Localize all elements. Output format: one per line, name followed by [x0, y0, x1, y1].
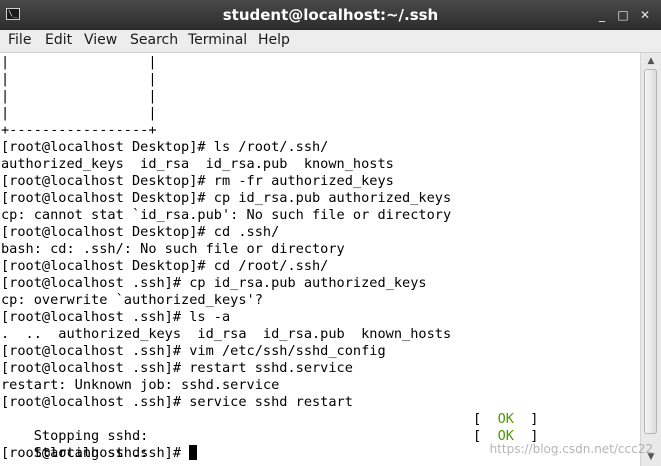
terminal-line: [root@localhost Desktop]# cd /root/.ssh/	[1, 258, 329, 274]
watermark-text: https://blog.csdn.net/ccc22	[489, 442, 653, 456]
menu-terminal[interactable]: Terminal	[188, 32, 248, 48]
terminal-line: . .. authorized_keys id_rsa id_rsa.pub k…	[1, 326, 452, 342]
close-button[interactable]: ✕	[639, 8, 651, 22]
status-line-starting: Starting sshd:	[1, 428, 149, 461]
terminal-line: [root@localhost .ssh]# ls -a	[1, 309, 231, 325]
terminal-line: restart: Unknown job: sshd.service	[1, 377, 280, 393]
status-bracket-close: ]	[513, 411, 539, 427]
maximize-button[interactable]: □	[617, 8, 629, 22]
scroll-down-icon[interactable]: ▼	[647, 452, 655, 462]
vertical-scrollbar[interactable]: ▲ ▼	[640, 53, 661, 466]
terminal-line: [root@localhost .ssh]# service sshd rest…	[1, 394, 353, 410]
title-bar[interactable]: \_ student@localhost:~/.ssh _ □ ✕	[0, 0, 661, 30]
menu-view[interactable]: View	[84, 32, 118, 48]
terminal-line: [root@localhost Desktop]# rm -fr authori…	[1, 173, 394, 189]
text-cursor	[189, 445, 198, 460]
menu-help[interactable]: Help	[258, 32, 290, 48]
terminal-line: [root@localhost .ssh]# vim /etc/ssh/sshd…	[1, 343, 386, 359]
status-label: Starting sshd:	[33, 445, 149, 461]
terminal-line: cp: cannot stat `id_rsa.pub': No such fi…	[1, 207, 452, 223]
prompt-line[interactable]: [root@localhost .ssh]#	[1, 445, 198, 462]
status-bracket-open: [	[473, 411, 498, 427]
shell-prompt: [root@localhost .ssh]#	[1, 445, 190, 461]
terminal-line: | |	[1, 105, 157, 121]
terminal-line: +-----------------+	[1, 122, 157, 138]
menu-edit[interactable]: Edit	[45, 32, 73, 48]
status-ok: OK	[497, 411, 514, 427]
minimize-button[interactable]: _	[599, 8, 605, 22]
terminal-output[interactable]: | | | | | | | | +-----------------+ [roo…	[0, 53, 640, 466]
terminal-line: | |	[1, 54, 157, 70]
menu-bar: File Edit View Search Terminal Help	[0, 30, 661, 53]
status-result: [ OK ]	[473, 428, 539, 445]
terminal-line: | |	[1, 88, 157, 104]
menu-file[interactable]: File	[8, 32, 32, 48]
status-bracket-close: ]	[513, 428, 539, 444]
terminal-line: bash: cd: .ssh/: No such file or directo…	[1, 241, 345, 257]
menu-search[interactable]: Search	[130, 32, 179, 48]
terminal-line: [root@localhost Desktop]# cd .ssh/	[1, 224, 280, 240]
terminal-line: | |	[1, 71, 157, 87]
scroll-up-icon[interactable]: ▲	[647, 56, 655, 66]
terminal-icon: \_	[6, 8, 20, 20]
window-title: student@localhost:~/.ssh	[222, 6, 439, 24]
status-bracket-open: [	[473, 428, 498, 444]
scroll-thumb[interactable]	[644, 69, 657, 434]
terminal-line: authorized_keys id_rsa id_rsa.pub known_…	[1, 156, 394, 172]
terminal-line: cp: overwrite `authorized_keys'?	[1, 292, 263, 308]
terminal-line: [root@localhost .ssh]# restart sshd.serv…	[1, 360, 353, 376]
terminal-line: [root@localhost Desktop]# ls /root/.ssh/	[1, 139, 329, 155]
terminal-line: [root@localhost Desktop]# cp id_rsa.pub …	[1, 190, 452, 206]
status-ok: OK	[497, 428, 514, 444]
status-line-stopping: Stopping sshd:	[1, 411, 149, 444]
status-label: Stopping sshd:	[33, 428, 149, 444]
status-result: [ OK ]	[473, 411, 539, 428]
terminal-line: [root@localhost .ssh]# cp id_rsa.pub aut…	[1, 275, 427, 291]
